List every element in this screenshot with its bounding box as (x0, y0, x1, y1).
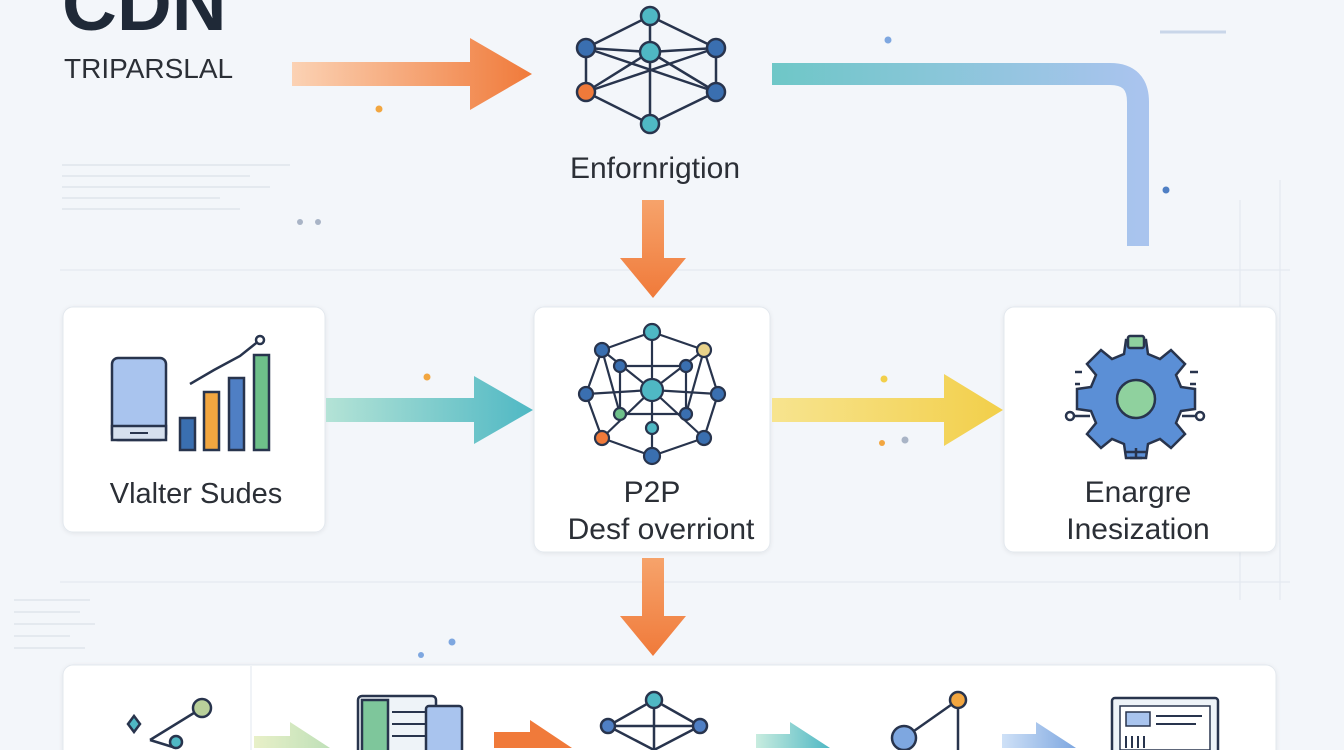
device-bar-chart-icon (110, 334, 271, 452)
network-graph-nodes (575, 5, 727, 135)
network-graph-icon-small (599, 690, 709, 750)
header-title: CDN (62, 0, 227, 47)
arrow-bottom-1 (254, 722, 330, 748)
arrow-top-to-center (620, 200, 686, 298)
arrow-title-to-network (292, 38, 532, 110)
arrow-bottom-4 (1002, 722, 1076, 748)
header-subtitle: TRIPARSLAL (64, 53, 233, 84)
molecule-icon (126, 697, 213, 750)
arrow-bottom-2 (494, 720, 572, 748)
arrow-left-to-center (326, 376, 533, 444)
mesh-network-nodes (577, 322, 727, 466)
node-label-right-line2: Inesization (1066, 513, 1209, 546)
arrow-center-to-right (772, 374, 1003, 446)
decorative-dots (297, 36, 1170, 658)
faint-text-lines (14, 30, 1226, 649)
gear-network-icon (1064, 334, 1206, 460)
arrow-center-to-bottom (620, 558, 686, 656)
network-graph-icon (584, 14, 718, 126)
bottom-row-divider (250, 666, 252, 750)
node-label-center-line1: P2P (624, 476, 681, 509)
monitor-dashboard-icon (1110, 696, 1220, 750)
node-label-top: Enfornrigtion (570, 152, 740, 185)
document-stack-icon (356, 694, 464, 750)
node-label-center-line2: Desf overriont (568, 513, 755, 546)
arrow-bottom-3 (756, 722, 830, 748)
pipe-network-to-right (772, 63, 1149, 246)
node-label-right-line1: Enargre (1085, 476, 1192, 509)
node-link-icon (890, 690, 968, 750)
node-label-left: Vlalter Sudes (110, 478, 283, 510)
